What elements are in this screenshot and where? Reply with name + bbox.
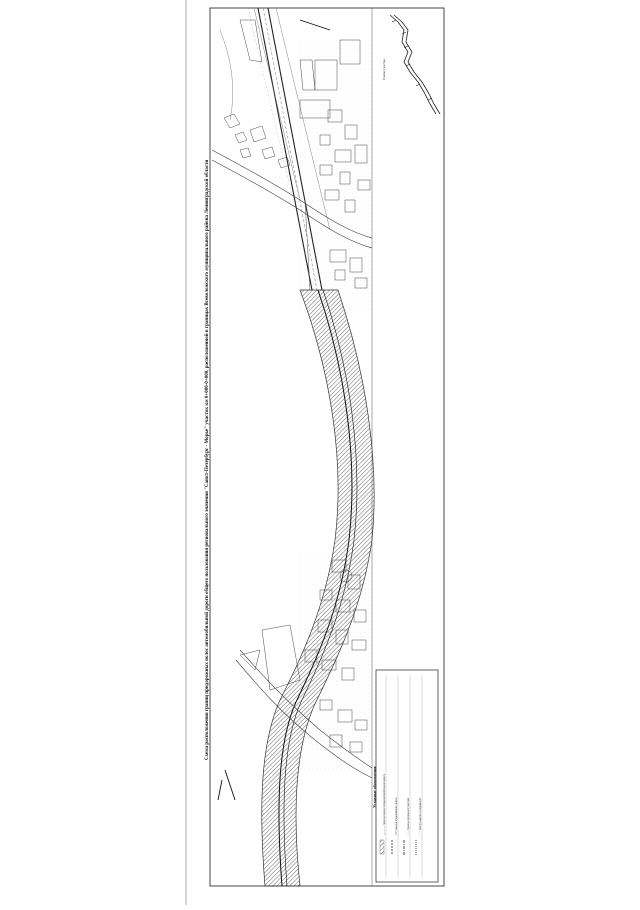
legend-item: -·-·- границы земельных участков <box>407 797 410 835</box>
scheme-label: Схема участка <box>382 59 386 80</box>
legend-item: ///// граница придорожной полосы <box>395 797 398 835</box>
sheet-frame <box>185 0 445 905</box>
legend-item: — — — граница полосы отвода автомобильно… <box>383 773 386 835</box>
legend-item: ····· контур зданий и сооружений <box>419 798 422 835</box>
map-title: Схема расположения границ придорожных по… <box>205 159 210 760</box>
dimension-markers <box>217 19 331 801</box>
settlement-south-fill <box>300 550 370 770</box>
legend-title: Условные обозначения: <box>372 765 377 808</box>
legend-box <box>375 669 439 883</box>
scheme-inset <box>389 14 441 115</box>
settlement-north-fill <box>300 40 370 310</box>
